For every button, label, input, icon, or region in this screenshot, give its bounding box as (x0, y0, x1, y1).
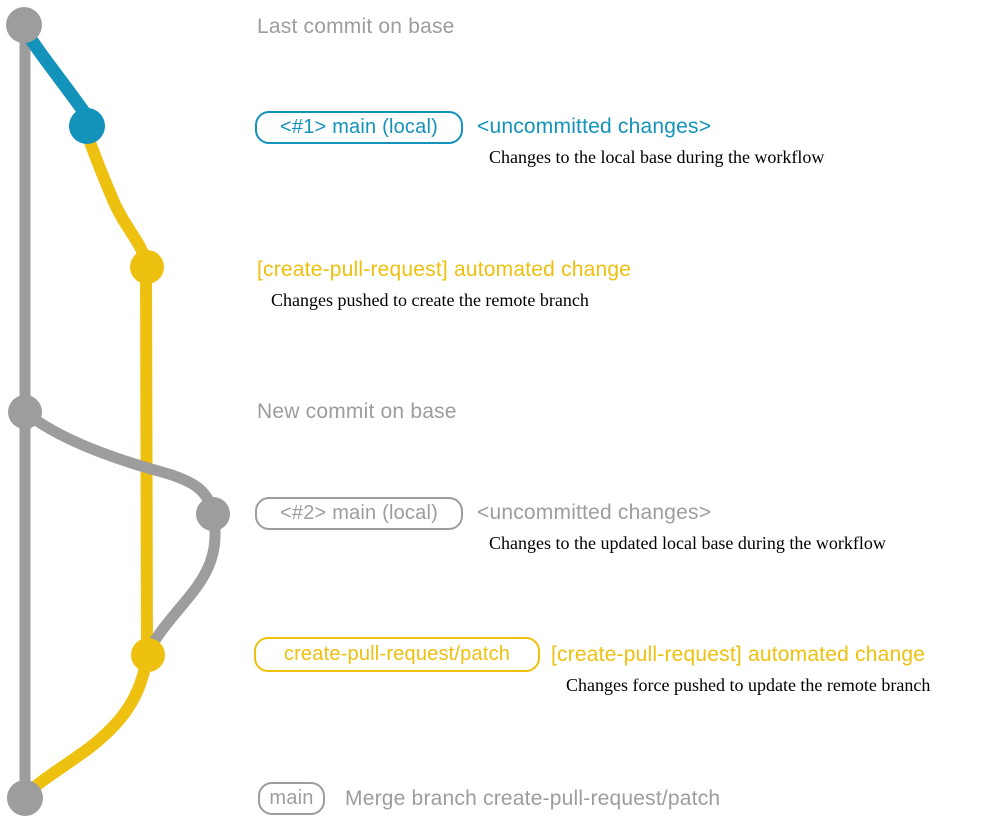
commit-dot-merge (7, 780, 43, 816)
label-merge-commit: Merge branch create-pull-request/patch (345, 787, 721, 810)
label-new-commit: New commit on base (257, 400, 457, 423)
commit-dot-push-1 (130, 250, 164, 284)
caption-automated-change-2: Changes force pushed to update the remot… (566, 675, 931, 695)
commit-dot-local-2 (196, 497, 230, 531)
commit-dot-new-base (8, 395, 42, 429)
local-main-branch-curve (17, 21, 91, 119)
caption-automated-change-1: Changes pushed to create the remote bran… (271, 290, 589, 310)
label-uncommitted-1: <uncommitted changes> (477, 115, 712, 138)
label-automated-change-2: [create-pull-request] automated change (551, 643, 926, 666)
base-to-local2-curve (19, 406, 219, 520)
local2-to-patch-curve (143, 508, 221, 657)
badge-main: main (258, 782, 325, 815)
badge-patch-branch: create-pull-request/patch (254, 637, 540, 672)
badge-main-local-1: <#1> main (local) (255, 111, 463, 144)
caption-uncommitted-2: Changes to the updated local base during… (489, 533, 886, 553)
label-automated-change-1: [create-pull-request] automated change (257, 258, 632, 281)
badge-main-local-2: <#2> main (local) (255, 497, 463, 530)
commit-dot-push-2 (131, 638, 165, 672)
commit-dot-last-base (6, 7, 42, 43)
caption-uncommitted-1: Changes to the local base during the wor… (489, 147, 825, 167)
label-uncommitted-2: <uncommitted changes> (477, 501, 712, 524)
label-last-commit: Last commit on base (257, 15, 455, 38)
commit-dot-local-1 (69, 108, 105, 144)
